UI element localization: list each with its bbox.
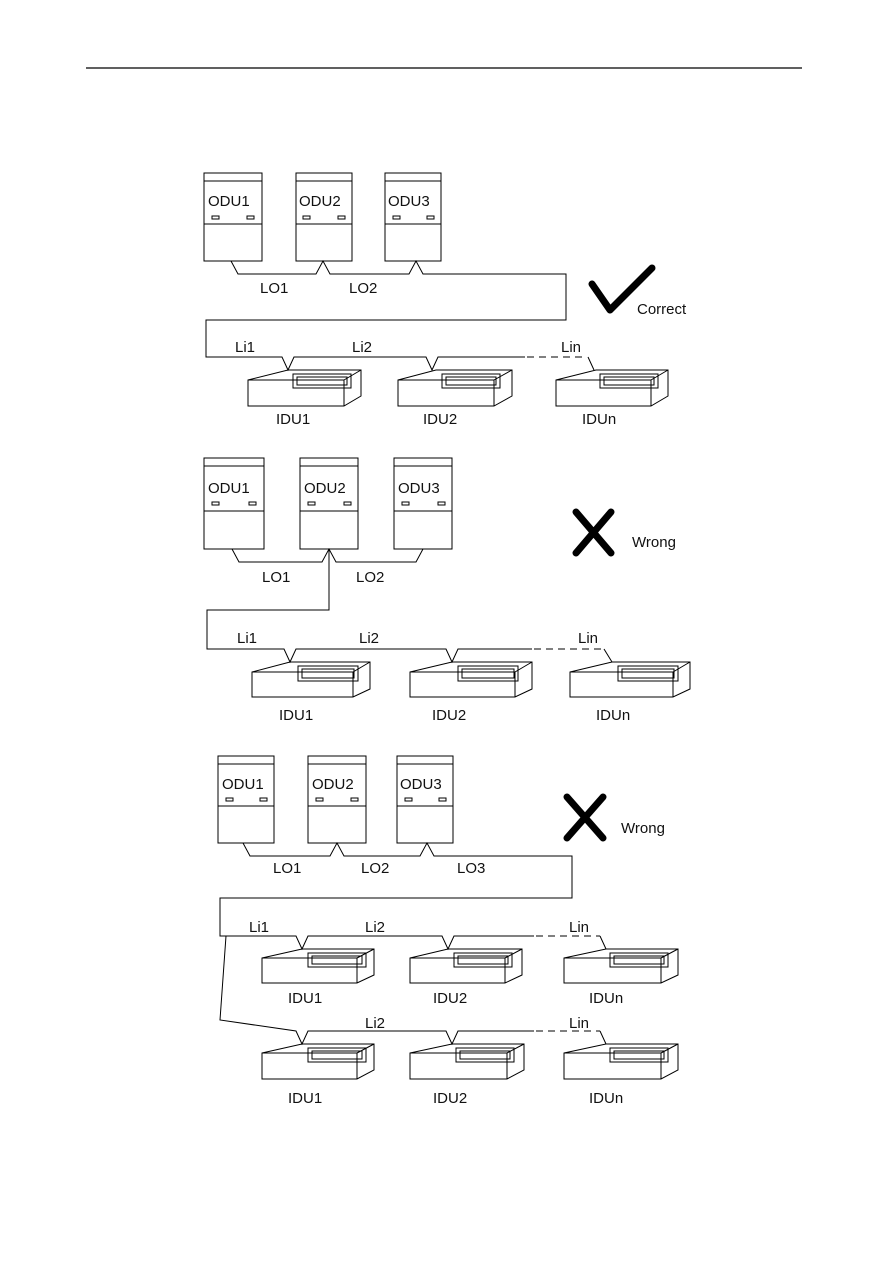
idu-unit	[409, 661, 533, 698]
odu-unit	[384, 172, 442, 262]
idu-label: IDU2	[433, 1090, 467, 1107]
indoor-link-label: Li2	[352, 339, 372, 356]
idu-unit	[563, 1043, 679, 1080]
idu-unit	[555, 369, 669, 407]
idu-unit	[261, 1043, 375, 1080]
idu-label: IDU2	[432, 707, 466, 724]
link-to-idun	[599, 935, 607, 950]
odu-label: ODU2	[299, 193, 341, 210]
odu-label: ODU1	[208, 480, 250, 497]
idu-label: IDU1	[288, 990, 322, 1007]
diagram-wrong-2-labels: ODU1 ODU2 ODU3 LO1 LO2 LO3 Li1 Li2 Lin I…	[222, 776, 665, 1107]
diagram-wrong-1	[203, 457, 691, 698]
odu-unit	[396, 755, 454, 844]
indoor-link-label: Lin	[561, 339, 581, 356]
outdoor-communication-line	[231, 547, 424, 563]
link-to-idun	[599, 1030, 607, 1045]
verdict-label: Wrong	[632, 534, 676, 551]
odu-unit	[295, 172, 353, 262]
idu-unit	[409, 1043, 525, 1080]
odu-label: ODU2	[312, 776, 354, 793]
odu-label: ODU1	[208, 193, 250, 210]
outdoor-link-label: LO2	[356, 569, 384, 586]
idu-label: IDUn	[589, 1090, 623, 1107]
indoor-link-label: Li2	[359, 630, 379, 647]
idu-unit	[397, 369, 513, 407]
outdoor-link-label: LO3	[457, 860, 485, 877]
idu-label: IDU1	[276, 411, 310, 428]
indoor-link-label: Lin	[578, 630, 598, 647]
cross-icon	[572, 508, 615, 557]
idu-label: IDU1	[288, 1090, 322, 1107]
diagram-wrong-2	[217, 755, 679, 1080]
idu-unit	[409, 948, 523, 984]
odu-label: ODU3	[388, 193, 430, 210]
outdoor-communication-line	[205, 259, 567, 372]
idu-unit	[569, 661, 691, 698]
cross-icon	[563, 793, 607, 842]
verdict-label: Correct	[637, 301, 687, 318]
idu-label: IDU2	[423, 411, 457, 428]
odu-unit	[217, 755, 275, 844]
idu-label: IDU1	[279, 707, 313, 724]
indoor-link-label: Li1	[237, 630, 257, 647]
branch-line	[219, 935, 534, 1046]
idu-unit	[261, 948, 375, 984]
odu-unit	[299, 457, 359, 550]
idu-label: IDUn	[589, 990, 623, 1007]
odu-unit	[203, 457, 265, 550]
odu-label: ODU1	[222, 776, 264, 793]
outdoor-link-label: LO1	[273, 860, 301, 877]
odu-unit	[203, 172, 263, 262]
idu-label: IDUn	[582, 411, 616, 428]
idu-label: IDU2	[433, 990, 467, 1007]
diagram-wrong-1-labels: ODU1 ODU2 ODU3 LO1 LO2 Li1 Li2 Lin IDU1 …	[208, 480, 676, 724]
check-icon	[588, 264, 656, 314]
indoor-link-label: Li1	[249, 919, 269, 936]
outdoor-link-label: LO2	[349, 280, 377, 297]
indoor-link-label: Li2	[365, 1015, 385, 1032]
outdoor-link-label: LO1	[262, 569, 290, 586]
odu-unit	[307, 755, 367, 844]
outdoor-link-label: LO1	[260, 280, 288, 297]
idu-unit	[247, 369, 362, 407]
odu-label: ODU3	[398, 480, 440, 497]
odu-unit	[393, 457, 453, 550]
indoor-link-label: Lin	[569, 919, 589, 936]
verdict-label: Wrong	[621, 820, 665, 837]
link-to-idun	[587, 356, 595, 371]
indoor-link-label: Li2	[365, 919, 385, 936]
odu-label: ODU3	[400, 776, 442, 793]
idu-unit	[563, 948, 679, 984]
outdoor-link-label: LO2	[361, 860, 389, 877]
diagram-correct-labels: ODU1 ODU2 ODU3 LO1 LO2 Li1 Li2 Lin IDU1 …	[208, 193, 687, 428]
outdoor-communication-line	[219, 841, 573, 951]
link-to-idun	[603, 648, 613, 663]
indoor-link-label: Lin	[569, 1015, 589, 1032]
idu-label: IDUn	[596, 707, 630, 724]
diagram-correct	[203, 172, 669, 407]
odu-label: ODU2	[304, 480, 346, 497]
indoor-link-label: Li1	[235, 339, 255, 356]
idu-unit	[251, 661, 371, 698]
